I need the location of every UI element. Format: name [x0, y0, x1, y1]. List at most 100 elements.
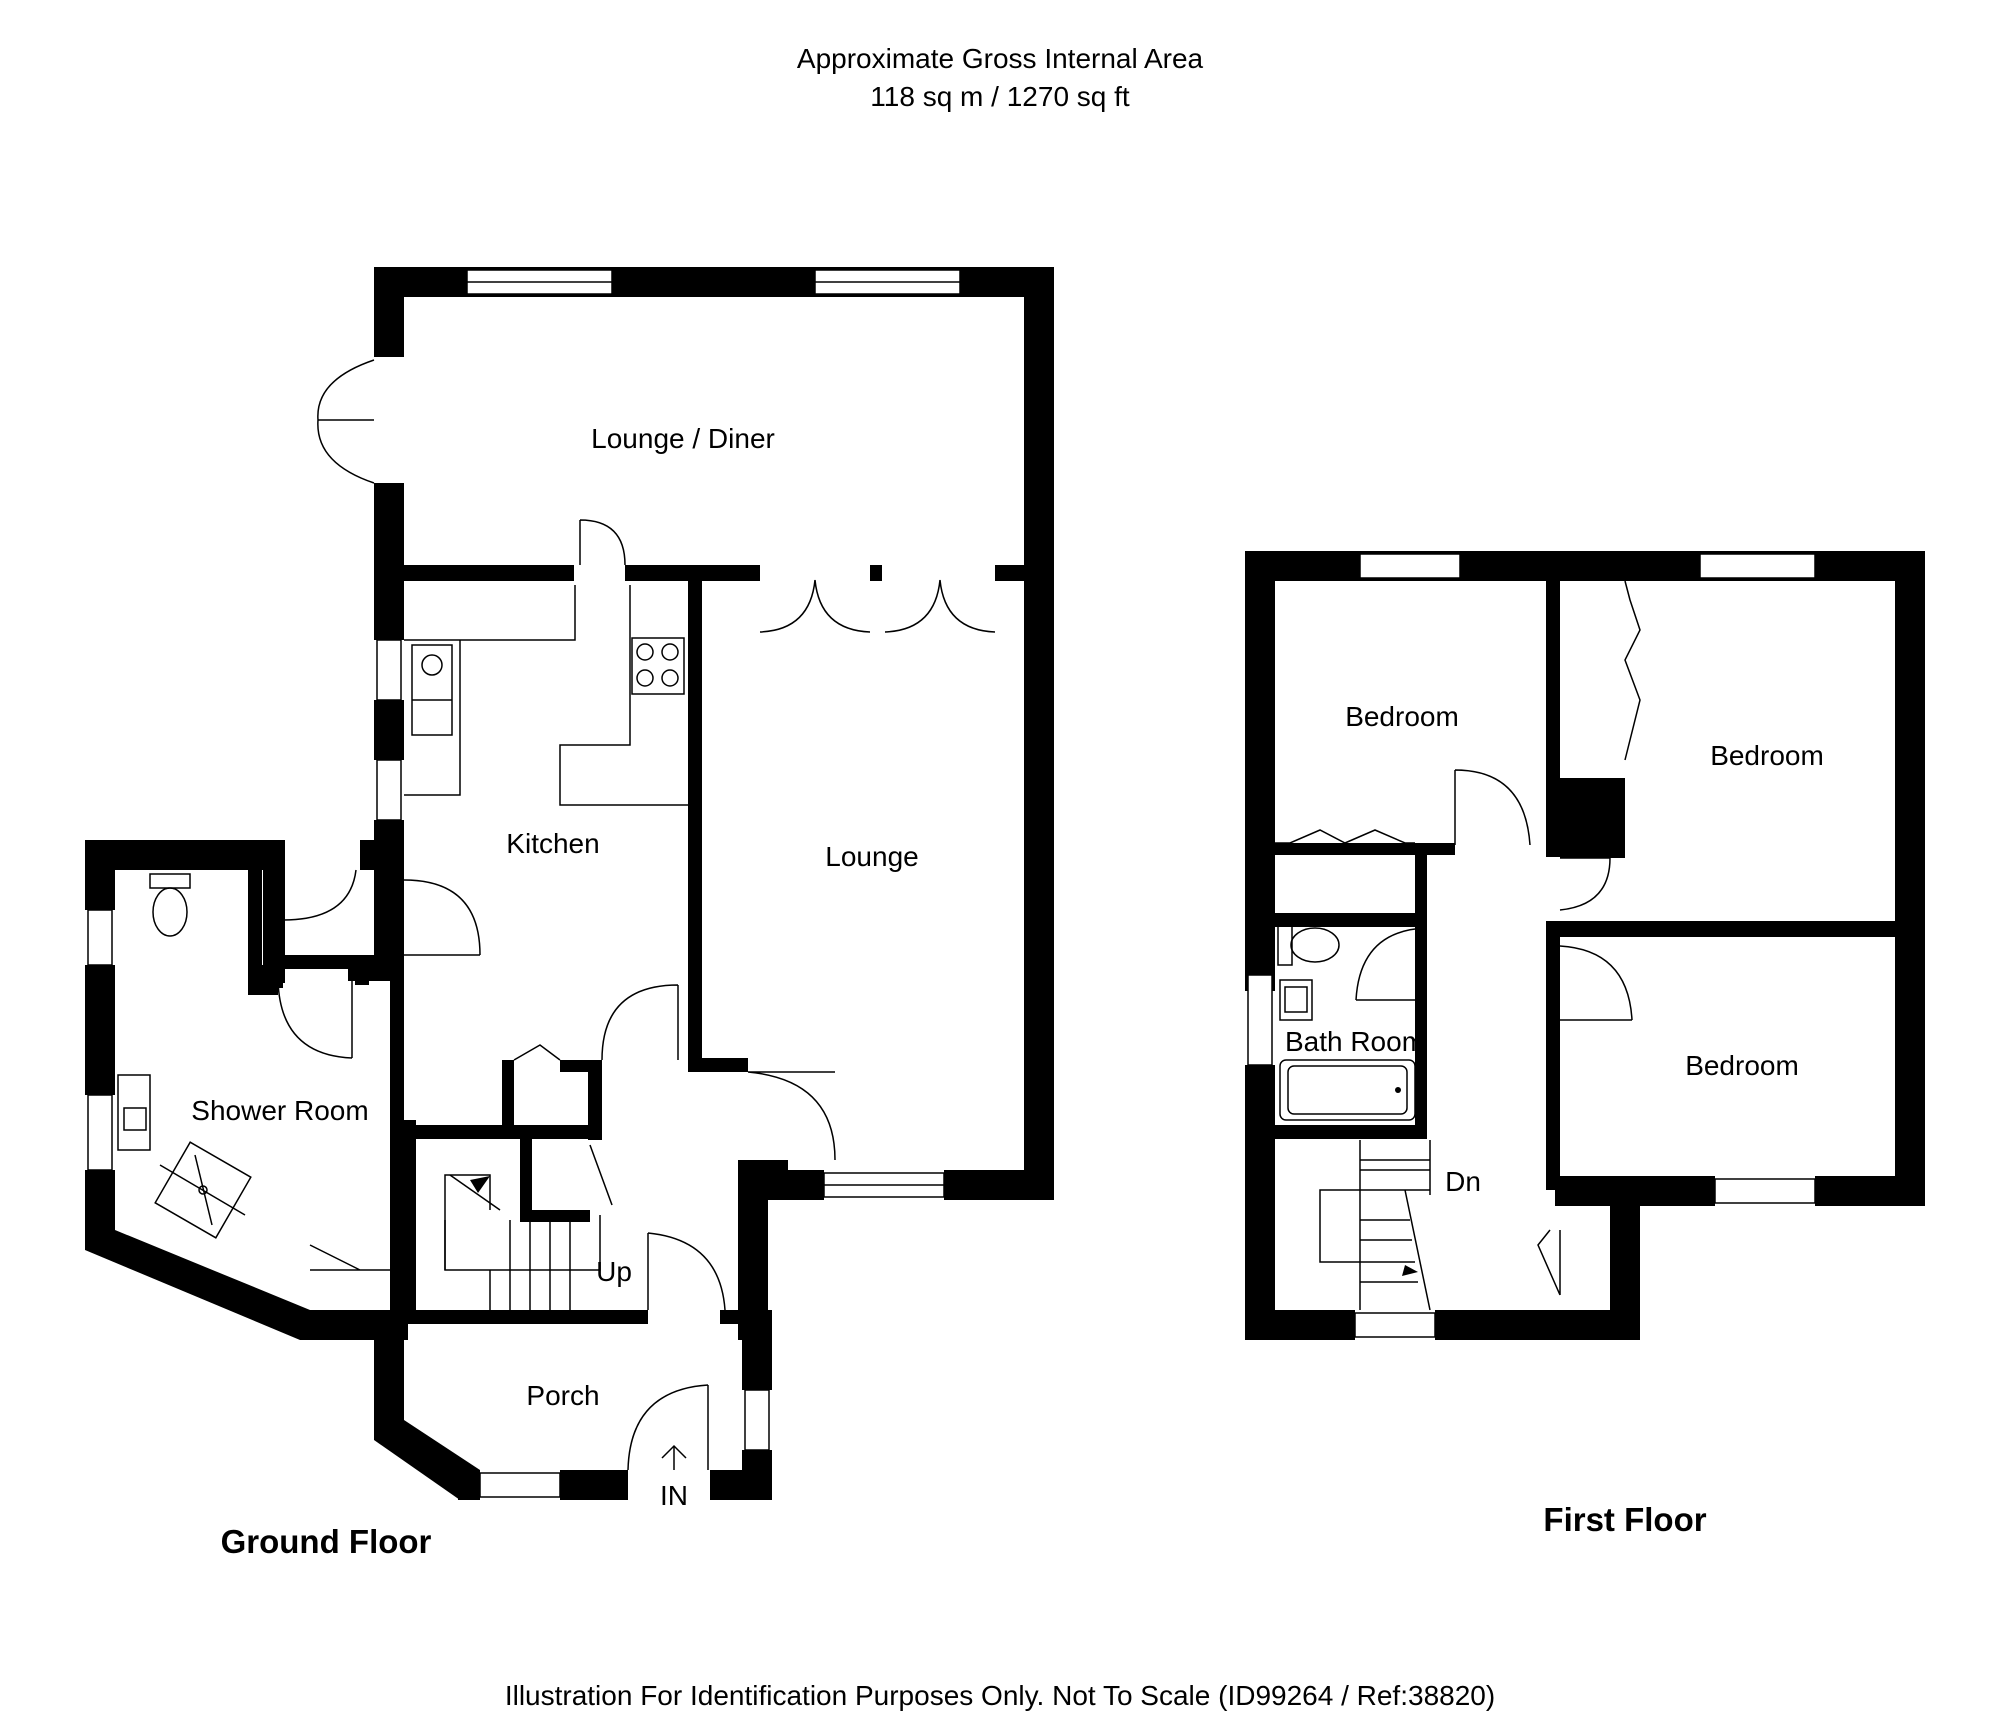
wall-segment [248, 870, 262, 970]
toilet [1290, 927, 1340, 963]
wall-west-upper [374, 267, 404, 357]
wall-west-mid [374, 483, 404, 583]
wall-segment [404, 565, 574, 581]
wall-segment [85, 965, 115, 1095]
door-lounge [747, 1071, 836, 1161]
wall-segment [1815, 1176, 1925, 1206]
wall-east [1024, 267, 1054, 1200]
first-floor-plan [1245, 551, 1925, 1340]
wall-segment [588, 1060, 602, 1140]
wall-segment [1245, 551, 1275, 991]
wall-segment [374, 1340, 404, 1420]
lounge-door-right [884, 579, 996, 633]
wardrobe-doors [1275, 829, 1415, 844]
door-shower-room [277, 979, 353, 1059]
door-bedroom-1 [1454, 769, 1531, 846]
room-label-bedroom-3: Bedroom [1685, 1050, 1799, 1081]
wall-segment [560, 1470, 628, 1500]
front-door [627, 1384, 709, 1471]
toilet-cistern [1277, 924, 1293, 966]
stairs-up-label: Up [596, 1256, 632, 1287]
wall-segment [738, 1160, 768, 1315]
wall-segment [758, 1170, 824, 1200]
door-cupboard [1537, 1229, 1561, 1296]
first-floor-label: First Floor [1543, 1501, 1707, 1538]
wall-segment [374, 700, 404, 760]
wall-segment [390, 980, 404, 1320]
wall-segment [1546, 581, 1560, 857]
wardrobe-doors [1624, 580, 1641, 761]
room-label-kitchen: Kitchen [506, 828, 600, 859]
wall-segment [1560, 921, 1895, 937]
wall-segment [870, 565, 882, 581]
door-hall [601, 984, 679, 1061]
wall-segment [625, 565, 760, 581]
wall-segment [944, 1170, 1054, 1200]
kitchen-sink [411, 644, 453, 736]
wall-segment [520, 1210, 590, 1222]
bath-basin [1279, 979, 1313, 1021]
wall-segment [85, 840, 285, 870]
area-value: 118 sq m / 1270 sq ft [870, 81, 1130, 112]
bath [1279, 1059, 1416, 1121]
wall-segment [1415, 913, 1427, 1128]
entrance-label: IN [660, 1480, 688, 1511]
disclaimer: Illustration For Identification Purposes… [504, 1680, 1496, 1711]
toilet [152, 887, 188, 937]
wall-segment [1275, 843, 1295, 845]
toilet-cistern [149, 873, 191, 889]
wall-segment [374, 580, 404, 640]
wall-segment [1546, 1176, 1610, 1190]
ground-floor-label: Ground Floor [220, 1523, 432, 1560]
room-label-lounge-diner: Lounge / Diner [591, 423, 775, 454]
room-label-bedroom-1: Bedroom [1345, 701, 1459, 732]
room-label-bedroom-2: Bedroom [1710, 740, 1824, 771]
window [376, 759, 402, 821]
door-bathroom [1355, 927, 1428, 1001]
wall-segment [1245, 551, 1925, 581]
wall-segment [348, 965, 404, 981]
wall-segment [85, 1170, 115, 1240]
wall-segment [1415, 843, 1455, 855]
room-label-bathroom: Bath Room [1284, 1026, 1426, 1057]
wall-segment [263, 840, 285, 960]
wall-segment [1245, 1310, 1355, 1340]
wall-segment [688, 1058, 748, 1072]
door-bedroom-2 [1559, 857, 1611, 911]
room-label-shower-room: Shower Room [191, 1095, 369, 1126]
door-hall-shower [282, 869, 357, 921]
wall-segment [248, 965, 278, 979]
wall-segment [520, 1139, 532, 1219]
wall-segment [1546, 921, 1560, 1176]
window [1359, 553, 1461, 579]
window [1714, 1178, 1816, 1204]
wall-segment [738, 1310, 772, 1340]
porch-walls [374, 1340, 772, 1500]
wall-segment [404, 1310, 648, 1324]
wall-segment [85, 840, 115, 910]
shower-room-walls [85, 840, 408, 1340]
wall-segment [1415, 843, 1427, 928]
wall-segment [742, 1450, 772, 1500]
door-kitchen-hall [403, 879, 481, 956]
door-bedroom-3 [1559, 945, 1633, 1021]
window [1354, 1312, 1436, 1338]
wall-segment [502, 1060, 514, 1130]
room-label-porch: Porch [526, 1380, 600, 1411]
area-title: Approximate Gross Internal Area [796, 43, 1204, 74]
room-label-lounge: Lounge [825, 841, 919, 872]
lounge-door-left [759, 579, 871, 633]
wall-segment [458, 1470, 480, 1500]
wash-basin [117, 1074, 151, 1151]
wall-segment [688, 581, 702, 1061]
wall-segment [404, 1120, 416, 1320]
wall-segment [1275, 1125, 1427, 1139]
window [87, 909, 113, 966]
door-porch [647, 1232, 726, 1311]
window [479, 1472, 561, 1498]
wall-segment [1560, 778, 1625, 858]
window [87, 1094, 113, 1171]
window [1247, 974, 1273, 1066]
wall-segment [742, 1340, 772, 1390]
